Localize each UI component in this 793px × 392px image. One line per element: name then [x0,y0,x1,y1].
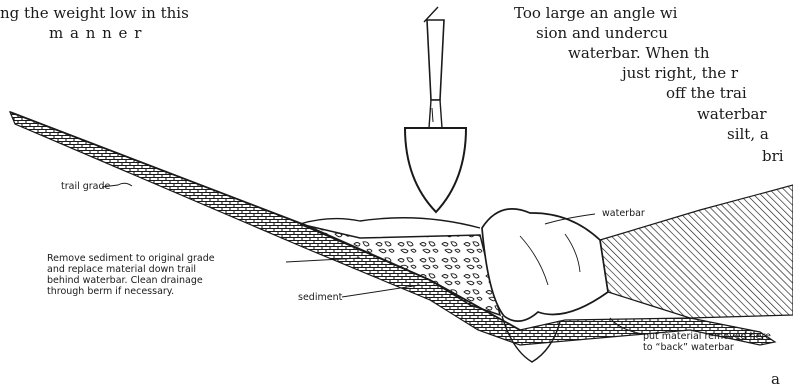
label-put-material-line-2: to “back” waterbar [643,342,734,354]
label-remove-sediment-line-4: through berm if necessary. [47,286,174,298]
shovel-icon [405,7,466,212]
backfill-material [600,185,793,318]
label-sediment: sediment [298,292,342,304]
label-waterbar: waterbar [602,208,645,220]
label-trail-grade: trail grade [61,181,110,193]
